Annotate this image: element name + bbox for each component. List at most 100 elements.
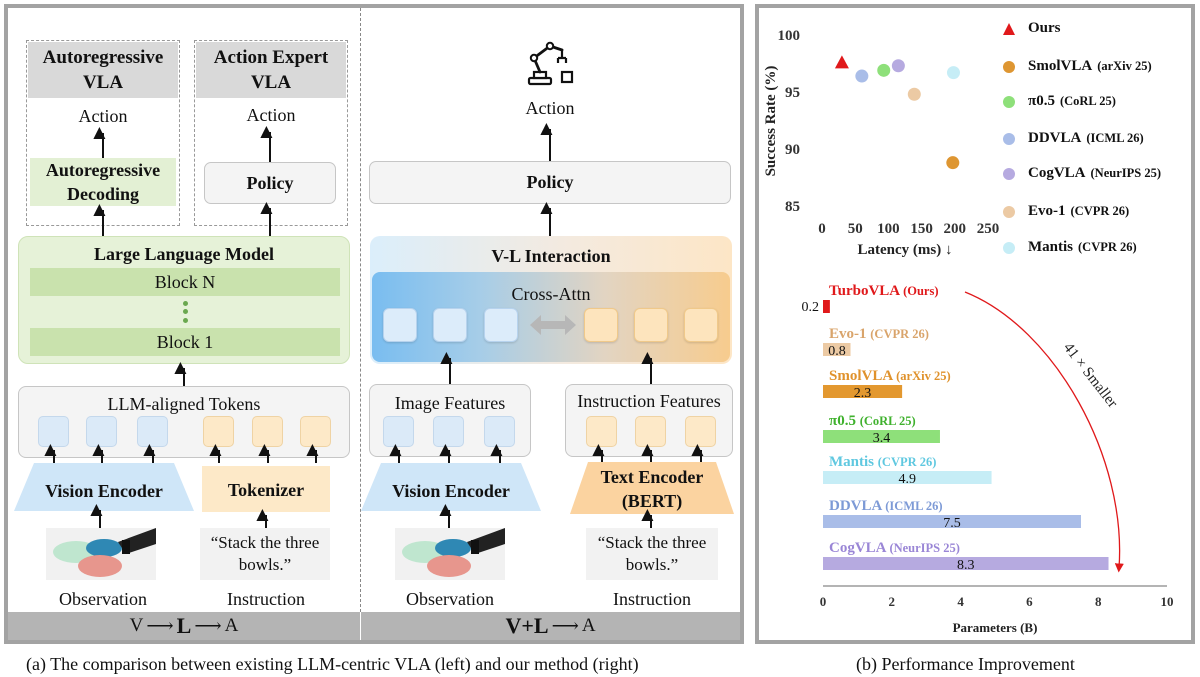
instruction-box-left: “Stack the three bowls.” (200, 528, 330, 580)
cross-attn-box (372, 272, 730, 362)
text-encoder-line2: (BERT) (621, 490, 683, 511)
legend-marker (1003, 95, 1015, 108)
robot-arm-icon (527, 41, 574, 86)
legend-venue: (arXiv 25) (1097, 59, 1152, 73)
tokenizer-box (202, 466, 330, 512)
bar-value: 8.3 (957, 558, 975, 573)
bar-venue: (Ours) (903, 284, 938, 298)
bar-label: SmolVLA (arXiv 25) (829, 368, 951, 384)
legend-label: CogVLA (1028, 165, 1086, 181)
y-tick-label: 90 (785, 142, 800, 158)
ar-decoding-box: Autoregressive Decoding (30, 158, 176, 206)
observation-label-left: Observation (59, 588, 147, 609)
bar-value: 7.5 (943, 516, 961, 531)
bar-venue: (ICML 26) (885, 499, 942, 513)
legend-item: π0.5(CoRL 25) (1002, 93, 1116, 110)
arrow-icon: ⟶ (146, 615, 174, 637)
bar-venue: (arXiv 25) (896, 369, 951, 383)
figure-a-divider (360, 8, 361, 612)
tokenizer-label: Tokenizer (227, 479, 305, 500)
bar (823, 343, 851, 356)
vision-token (383, 416, 414, 447)
right-formula-bar: V+L ⟶ A (361, 612, 740, 640)
bar-value: 2.3 (854, 386, 872, 401)
image-feature-token (433, 308, 467, 342)
instruction-feature-token (684, 308, 718, 342)
image-features-label: Image Features (394, 392, 506, 413)
legend-marker (1003, 205, 1015, 218)
bar-label: CogVLA (NeurIPS 25) (829, 540, 960, 556)
bidirectional-arrow-icon (530, 315, 576, 335)
block-1: Block 1 (30, 328, 340, 356)
instruction-feature-token (584, 308, 618, 342)
formula-v: V (129, 615, 144, 636)
bar (823, 557, 1109, 570)
legend-venue: (CoRL 25) (1059, 94, 1116, 108)
arrow-icon: ⟶ (194, 615, 222, 637)
annotation-arrow (964, 291, 1124, 573)
observation-label-right: Observation (406, 588, 494, 609)
instruction-features-label: Instruction Features (577, 390, 721, 411)
data-point (877, 63, 891, 77)
vision-encoder-left: Vision Encoder (45, 480, 163, 501)
legend-label: Ours (1028, 20, 1061, 36)
x-tick-label: 4 (957, 594, 964, 609)
instruction-label-left: Instruction (227, 588, 305, 609)
y-tick-label: 100 (778, 28, 801, 44)
vision-encoder-right: Vision Encoder (392, 480, 510, 501)
ar-action-label: Action (78, 105, 128, 126)
caption-a: (a) The comparison between existing LLM-… (26, 654, 639, 674)
text-token (203, 416, 234, 447)
bar (823, 385, 903, 398)
x-tick-label: 10 (1161, 594, 1174, 609)
x-tick-label: 250 (977, 221, 1000, 237)
data-point-ours (834, 55, 849, 69)
legend-item: Mantis(CVPR 26) (1002, 239, 1137, 256)
ae-action-label: Action (246, 104, 296, 125)
ae-vla-title: Action Expert VLA (196, 42, 346, 98)
y-tick-label: 85 (785, 199, 800, 215)
ar-vla-title: Autoregressive VLA (28, 42, 178, 98)
image-feature-token (383, 308, 417, 342)
bar-venue: (CVPR 26) (878, 455, 937, 469)
text-encoder-line1: Text Encoder (600, 466, 704, 487)
bar-value: 4.9 (899, 472, 917, 487)
legend-venue: (ICML 26) (1086, 131, 1144, 145)
llm-title: Large Language Model (94, 243, 274, 264)
text-token (586, 416, 617, 447)
figure-b-frame (755, 4, 1195, 644)
left-formula-bar: V ⟶ L ⟶ A (8, 612, 360, 640)
legend-item: DDVLA(ICML 26) (1002, 130, 1144, 147)
instruction-feature-token (634, 308, 668, 342)
legend-marker (1003, 132, 1015, 145)
y-axis-label: Success Rate (%) (763, 66, 779, 177)
y-tick-label: 95 (785, 85, 800, 101)
legend-venue: (CVPR 26) (1070, 204, 1130, 218)
x-tick-label: 0 (820, 594, 827, 609)
instruction-label-right: Instruction (613, 588, 691, 609)
bar-venue: (NeurIPS 25) (889, 541, 959, 555)
image-feature-token (484, 308, 518, 342)
vision-encoder-left-shape (14, 463, 194, 511)
right-action-label: Action (525, 97, 575, 118)
observation-image (395, 528, 505, 580)
bar-venue: (CoRL 25) (860, 414, 916, 428)
text-token (685, 416, 716, 447)
x-tick-label: 100 (877, 221, 900, 237)
bar-venue: (CVPR 26) (870, 327, 929, 341)
bar-label: Mantis (CVPR 26) (829, 454, 936, 470)
cross-attn-label: Cross-Attn (511, 283, 591, 304)
bar-label: π0.5 (CoRL 25) (829, 413, 916, 429)
bar-label: Evo-1 (CVPR 26) (829, 326, 929, 342)
x-tick-label: 50 (848, 221, 863, 237)
legend-marker (1003, 22, 1015, 35)
flow-arrows (44, 123, 704, 528)
bar (823, 430, 940, 443)
bar-value: 0.2 (802, 300, 820, 315)
vision-token (137, 416, 168, 447)
bar (823, 471, 992, 484)
bar-label: TurboVLA (Ours) (829, 283, 938, 299)
x-tick-label: 0 (818, 221, 826, 237)
